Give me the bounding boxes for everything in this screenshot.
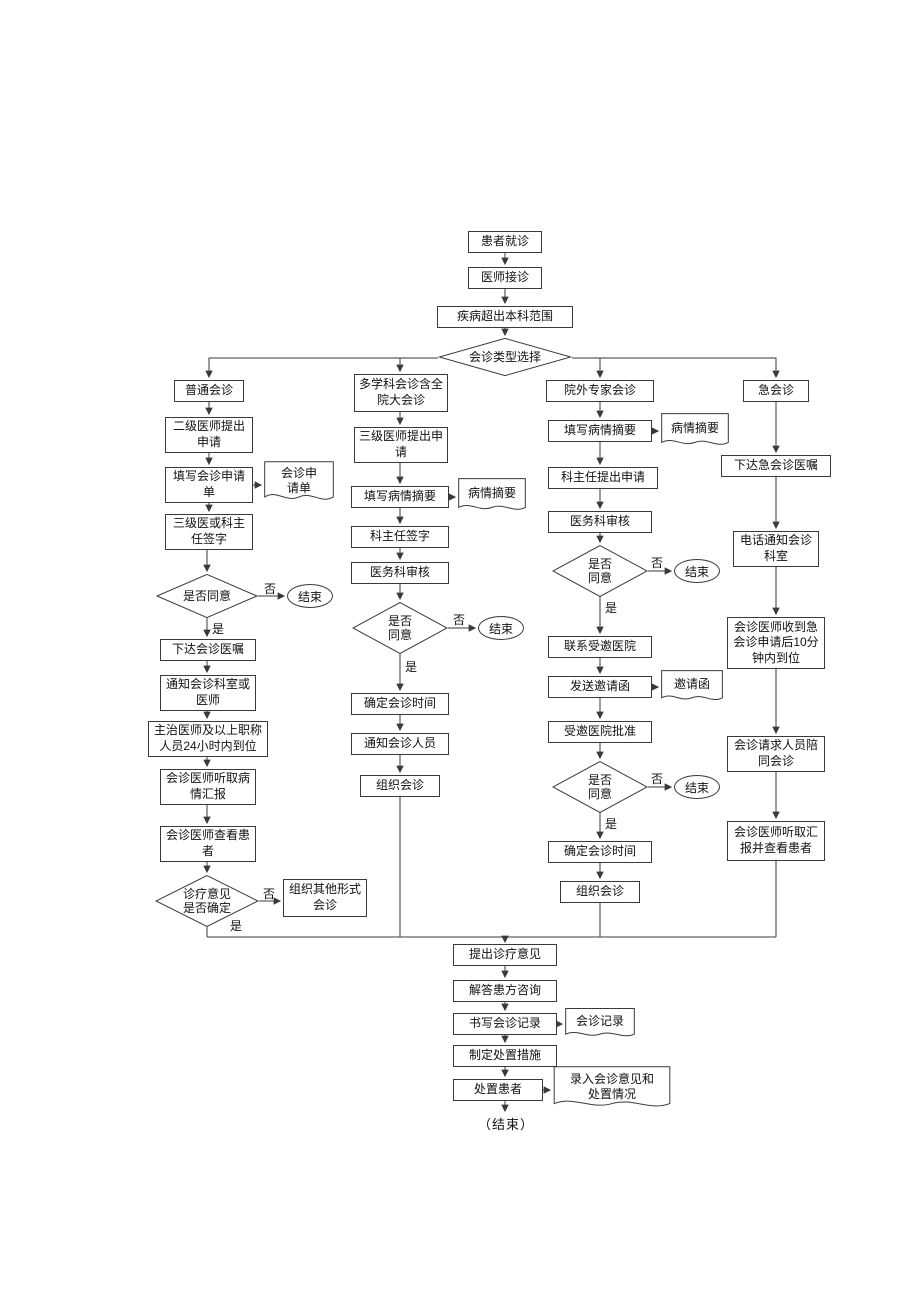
step-urgent-order: 下达急会诊医嘱 (721, 455, 831, 477)
diamond-shape (155, 875, 259, 927)
step-level3-apply: 三级医师提出申请 (354, 427, 448, 463)
step-director-apply-external: 科主任提出申请 (548, 467, 658, 489)
diamond-shape (552, 545, 648, 597)
document-label: 病情摘要 (670, 421, 719, 436)
step-medical-affairs-review-external: 医务科审核 (548, 511, 652, 533)
step-answer-queries: 解答患方咨询 (453, 980, 557, 1002)
step-director-sign: 三级医或科主任签字 (165, 514, 253, 550)
document-label: 邀请函 (673, 677, 710, 692)
document-label: 会诊记录 (575, 1014, 624, 1029)
step-set-time-multi: 确定会诊时间 (351, 693, 449, 715)
step-listen-and-check: 会诊医师听取汇报并查看患者 (727, 821, 825, 861)
decision-label: 诊疗意见是否确定 (182, 886, 231, 915)
step-level2-apply: 二级医师提出申请 (165, 417, 253, 453)
document-shape (661, 413, 729, 449)
decision-label: 会诊类型选择 (468, 349, 541, 364)
branch-external-title: 院外专家会诊 (546, 380, 654, 402)
end-multi-refused: 结束 (478, 616, 524, 640)
end-external-refused-2: 结束 (674, 775, 720, 799)
label-yes: 是 (230, 919, 243, 933)
step-set-measures: 制定处置措施 (453, 1045, 557, 1067)
step-doctor-receive: 医师接诊 (468, 267, 542, 289)
doc-application-form: 会诊申请单 (264, 461, 334, 505)
step-notify-dept: 通知会诊科室或医师 (160, 675, 256, 711)
doc-condition-summary-multi: 病情摘要 (458, 478, 526, 514)
step-director-sign-multi: 科主任签字 (351, 526, 449, 548)
document-label: 病情摘要 (467, 486, 516, 501)
decision-label: 是否同意 (182, 588, 231, 603)
doc-consult-record: 会诊记录 (565, 1008, 635, 1040)
step-contact-hospital: 联系受邀医院 (548, 636, 652, 658)
decision-external-agree-2: 是否同意 (552, 761, 648, 813)
branch-multi-title: 多学科会诊含全院大会诊 (354, 374, 448, 412)
step-issue-order: 下达会诊医嘱 (160, 639, 256, 661)
label-yes: 是 (605, 817, 618, 831)
end-external-refused-1: 结束 (674, 559, 720, 583)
document-shape (565, 1008, 635, 1040)
diamond-shape (156, 574, 258, 618)
final-end-label: （结束） (478, 1117, 535, 1132)
decision-label: 是否同意 (387, 613, 412, 642)
document-label: 录入会诊意见和处置情况 (569, 1072, 654, 1101)
decision-ordinary-agree: 是否同意 (156, 574, 258, 618)
step-write-record: 书写会诊记录 (453, 1013, 557, 1035)
step-dispose-patient: 处置患者 (453, 1079, 543, 1101)
label-no: 否 (263, 887, 276, 901)
step-fill-summary-multi: 填写病情摘要 (351, 486, 449, 508)
document-shape (553, 1066, 671, 1112)
label-no: 否 (453, 613, 466, 627)
step-organize-external: 组织会诊 (560, 881, 640, 903)
end-ordinary-refused: 结束 (287, 584, 333, 608)
document-shape (661, 670, 723, 704)
diamond-shape (438, 338, 572, 376)
label-no: 否 (651, 556, 664, 570)
label-yes: 是 (212, 622, 225, 636)
document-shape (264, 461, 334, 505)
decision-label: 是否同意 (587, 772, 612, 801)
doc-invitation-letter: 邀请函 (661, 670, 723, 704)
doc-condition-summary-external: 病情摘要 (661, 413, 729, 449)
step-organize-multi: 组织会诊 (360, 775, 440, 797)
step-arrive-24h: 主治医师及以上职称人员24小时内到位 (148, 721, 268, 757)
decision-multi-agree: 是否同意 (352, 602, 448, 654)
step-hospital-approve: 受邀医院批准 (548, 721, 652, 743)
label-yes: 是 (605, 601, 618, 615)
step-phone-notify: 电话通知会诊科室 (733, 531, 819, 567)
decision-external-agree-1: 是否同意 (552, 545, 648, 597)
document-shape (458, 478, 526, 514)
diamond-shape (552, 761, 648, 813)
step-fill-application: 填写会诊申请单 (165, 467, 253, 503)
step-arrive-10min: 会诊医师收到急会诊申请后10分钟内到位 (727, 617, 825, 669)
label-no: 否 (651, 772, 664, 786)
diamond-shape (352, 602, 448, 654)
branch-urgent-title: 急会诊 (743, 380, 809, 402)
step-set-time-external: 确定会诊时间 (548, 841, 652, 863)
step-listen-report: 会诊医师听取病情汇报 (160, 769, 256, 805)
step-check-patient: 会诊医师查看患者 (160, 826, 256, 862)
document-label: 会诊申请单 (280, 466, 317, 495)
step-medical-affairs-review-multi: 医务科审核 (351, 562, 449, 584)
branch-ordinary-title: 普通会诊 (174, 380, 244, 402)
step-notify-staff-multi: 通知会诊人员 (351, 733, 449, 755)
step-patient-visit: 患者就诊 (468, 231, 542, 253)
step-propose-opinion: 提出诊疗意见 (453, 944, 557, 966)
label-yes: 是 (405, 660, 418, 674)
label-no: 否 (264, 582, 277, 596)
step-accompany: 会诊请求人员陪同会诊 (727, 736, 825, 772)
step-send-invitation: 发送邀请函 (548, 676, 652, 698)
decision-opinion-confirmed: 诊疗意见是否确定 (155, 875, 259, 927)
doc-entry-opinion-disposal: 录入会诊意见和处置情况 (553, 1066, 671, 1112)
step-beyond-scope: 疾病超出本科范围 (437, 306, 573, 328)
step-fill-summary-external: 填写病情摘要 (548, 420, 652, 442)
decision-label: 是否同意 (587, 556, 612, 585)
step-other-consult-form: 组织其他形式会诊 (283, 879, 367, 917)
decision-consult-type: 会诊类型选择 (438, 338, 572, 376)
